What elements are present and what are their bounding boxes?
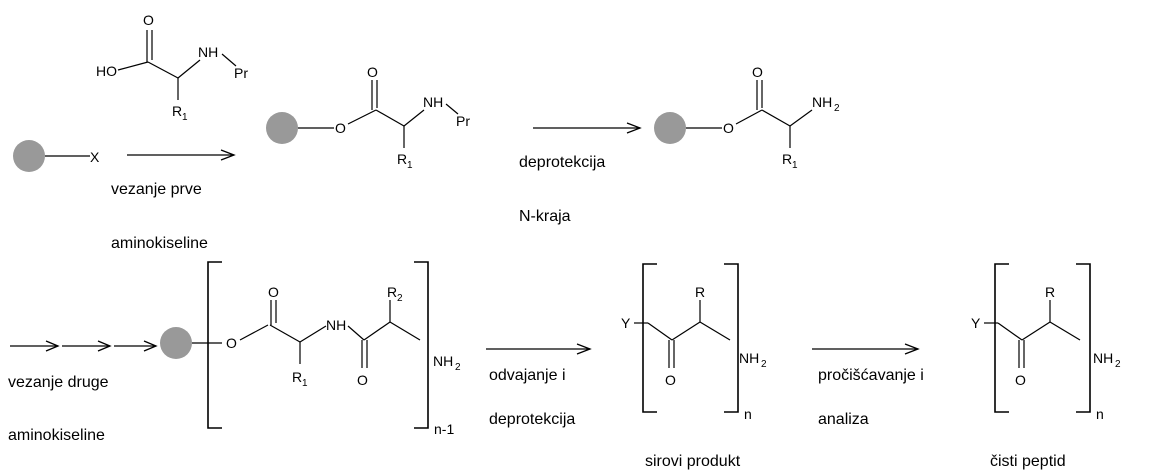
sub-2: 2 [761,359,767,370]
caption-step2-line2: N-kraja [519,208,571,225]
atom-r: R [695,284,705,300]
atom-r: R [1045,284,1055,300]
atom-nh: NH [423,94,443,110]
caption-pure-peptide: čisti peptid [990,453,1066,470]
repeat-count: n-1 [434,421,454,437]
caption-crude-product: sirovi produkt [645,453,741,470]
caption-step5-line2: analiza [818,411,869,428]
resin-bound-free-amine: O O NH 2 R 1 [654,64,840,171]
resin-bead [654,112,686,144]
bond-n-pr [221,53,237,67]
resin-bead [160,327,192,359]
step-arrow-2 [533,122,642,134]
resin-linker-start: X [13,140,100,172]
resin-bound-amino-acid: O O NH Pr R 1 [266,64,470,171]
step-arrow-4 [486,343,592,355]
bracket-left [642,263,657,413]
crude-product-structure: Y O R NH 2 n [621,263,767,422]
bracket-right [414,261,429,429]
atom-r: R [782,151,792,167]
resin-bead [266,112,298,144]
bracket-left [207,261,222,429]
atom-o: O [226,335,237,351]
sub-1: 1 [407,160,413,171]
sub-2: 2 [455,362,461,373]
atom-o: O [268,284,279,300]
bracket-right [1076,263,1091,413]
sub-1: 1 [302,378,308,389]
atom-pr: Pr [456,113,470,129]
caption-step5-line1: pročišćavanje i [818,367,924,384]
atom-nh2: NH [433,353,453,369]
atom-x: X [90,149,100,165]
repeat-count: n [744,406,752,422]
atom-nh: NH [198,44,218,60]
atom-o: O [723,120,734,136]
atom-nh2: NH [812,94,832,110]
sub-1: 1 [792,160,798,171]
sub-2: 2 [1115,359,1121,370]
atom-o: O [665,372,676,388]
step-arrow-1 [127,149,236,161]
atom-o: O [357,372,368,388]
step-arrow-5 [812,343,920,355]
bond-calpha-n [177,59,201,79]
caption-step1-line2: aminokiseline [111,235,208,252]
atom-ho: HO [96,63,117,79]
atom-r: R [397,151,407,167]
caption-step3-line2: aminokiseline [8,427,105,444]
bracket-left [994,263,1009,413]
atom-y: Y [971,315,981,331]
pure-peptide-structure: Y O R NH 2 n [971,263,1121,422]
sub-1: 1 [182,112,188,123]
caption-step4-line2: deprotekcija [489,411,575,428]
caption-step3-line1: vezanje druge [8,374,109,391]
atom-o: O [752,64,763,80]
sub-2: 2 [397,293,403,304]
caption-step1-line1: vezanje prve [111,181,202,198]
caption-step2-line1: deprotekcija [519,154,605,171]
atom-r: R [387,284,397,300]
atom-o: O [335,120,346,136]
atom-o: O [1015,372,1026,388]
repeat-count: n [1096,406,1104,422]
bracket-right [724,263,739,413]
atom-o: O [143,12,154,28]
bond-c-calpha [147,61,179,79]
atom-pr: Pr [234,65,248,81]
resin-bound-peptide: O O R 1 NH O R 2 NH 2 n-1 [160,261,461,437]
amino-acid-reagent: O HO NH Pr R 1 [96,12,248,123]
bond-ho-c [117,61,149,71]
resin-bead [13,140,45,172]
atom-r: R [172,103,182,119]
atom-r: R [292,369,302,385]
sub-2: 2 [834,103,840,114]
atom-o: O [367,64,378,80]
caption-step4-line1: odvajanje i [489,367,566,384]
repeat-arrows [10,340,158,352]
atom-nh: NH [326,317,346,333]
atom-nh2: NH [1093,350,1113,366]
atom-nh2: NH [739,350,759,366]
atom-y: Y [621,315,631,331]
